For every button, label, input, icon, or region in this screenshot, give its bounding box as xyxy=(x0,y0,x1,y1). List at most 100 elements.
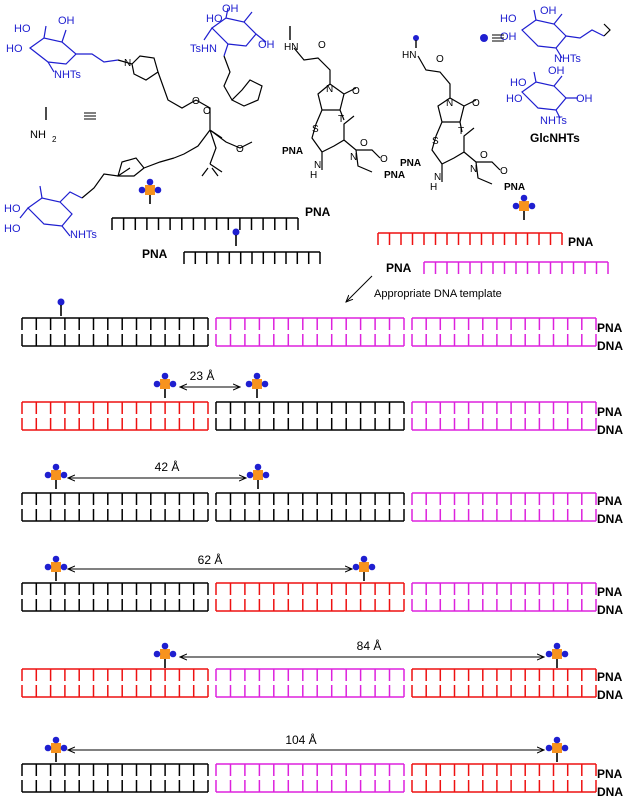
o-label-8: O xyxy=(500,166,508,177)
pna-label-red: PNA xyxy=(568,235,594,249)
n-label-5: N xyxy=(470,164,477,175)
nhts-label-f: NHTs xyxy=(554,53,581,65)
n-label-4: N xyxy=(446,98,453,109)
s-label-1: S xyxy=(312,124,319,135)
distance-labels: 23 Å 42 Å 62 Å 84 Å 104 Å xyxy=(155,368,382,747)
hydroxyl-label-d2: HO xyxy=(4,223,21,235)
strand-segment-6 xyxy=(21,334,209,347)
strand-segment-16 xyxy=(411,418,597,431)
sugar-ring-b: OH OH TsHN HO xyxy=(190,3,275,57)
glycocluster-marker-13 xyxy=(44,736,68,762)
hydroxyl-label-i1: HO xyxy=(510,77,527,89)
sugar-ring-d: HO NHTs HO xyxy=(4,185,97,241)
row1-dna-label: DNA xyxy=(597,339,623,353)
glycocluster-marker-12 xyxy=(545,642,569,668)
strand-segment-1 xyxy=(111,217,299,230)
strand-segment-38 xyxy=(215,780,405,793)
pna-label-chem-4: PNA xyxy=(504,182,525,193)
distance-label-42: 42 Å xyxy=(155,459,180,474)
row6-pna-label: PNA xyxy=(597,767,623,781)
strand-segment-20 xyxy=(215,509,405,522)
linker-a xyxy=(117,55,197,109)
strand-segment-40 xyxy=(411,780,597,793)
maleimide-pna-conjugate-2: HN O O N S T O N O PNA H N PNA xyxy=(400,35,525,193)
distance-label-62: 62 Å xyxy=(198,552,223,567)
row5-pna-label: PNA xyxy=(597,670,623,684)
row5-dna-label: DNA xyxy=(597,688,623,702)
row4-dna-label: DNA xyxy=(597,603,623,617)
strand-segment-19 xyxy=(215,492,405,505)
strand-segment-21 xyxy=(411,492,597,505)
strand-segment-5 xyxy=(21,317,209,330)
atom-o-triazole: O xyxy=(203,106,211,117)
wavy-attachment xyxy=(201,163,223,177)
distance-label-104: 104 Å xyxy=(285,732,316,747)
sugar-ring-a: HO OH NHTs HO xyxy=(6,15,119,81)
strand-segment-25 xyxy=(215,582,405,595)
strand-segment-29 xyxy=(21,668,209,681)
chemical-structure: HO OH NHTs HO N O O OH OH TsHN HO HO NHT… xyxy=(4,3,611,241)
strand-segment-37 xyxy=(215,763,405,776)
hydroxyl-label-i2: OH xyxy=(548,65,565,77)
strand-segment-11 xyxy=(21,401,209,414)
strand-segment-4 xyxy=(423,261,609,274)
strand-segment-27 xyxy=(411,582,597,595)
strand-segment-24 xyxy=(21,599,209,612)
glycocluster-marker-6 xyxy=(245,372,269,398)
strand-segment-2 xyxy=(183,251,321,264)
glycocluster-marker-5 xyxy=(153,372,177,398)
sugar-ring-f: HO OH OH NHTs xyxy=(500,5,611,65)
strand-segment-36 xyxy=(21,780,209,793)
pna-label-top: PNA xyxy=(305,205,331,219)
n-label-1: N xyxy=(326,84,333,95)
glycocluster-marker-14 xyxy=(545,736,569,762)
strand-segment-28 xyxy=(411,599,597,612)
hydroxyl-label-b3: HO xyxy=(206,13,223,25)
hydroxyl-label-i4: HO xyxy=(506,93,523,105)
row4-pna-label: PNA xyxy=(597,585,623,599)
atom-o-core-1: O xyxy=(192,96,200,107)
monosaccharide-marker-4 xyxy=(57,298,65,316)
row2-pna-label: PNA xyxy=(597,405,623,419)
monosaccharide-marker-2 xyxy=(232,228,240,246)
t-label-2: T xyxy=(458,126,464,137)
hydroxyl-label-b1: OH xyxy=(222,3,239,15)
hydroxyl-label-a1: HO xyxy=(14,23,31,35)
distance-arrows xyxy=(68,387,544,750)
row1-pna-label: PNA xyxy=(597,321,623,335)
strand-segment-39 xyxy=(411,763,597,776)
linker-d xyxy=(81,157,175,199)
glycocluster-marker-8 xyxy=(246,463,270,489)
pna-label-mid: PNA xyxy=(142,247,168,261)
nhts-label-b: TsHN xyxy=(190,43,217,55)
strand-segment-31 xyxy=(215,668,405,681)
o-label-3: O xyxy=(360,138,368,149)
nhts-label-i: NHTs xyxy=(540,115,567,127)
strand-segment-33 xyxy=(411,668,597,681)
o-label-5: O xyxy=(436,54,444,65)
marker-layer xyxy=(44,178,569,762)
o-label-7: O xyxy=(480,150,488,161)
strand-segment-12 xyxy=(21,418,209,431)
amine-subscript: 2 xyxy=(52,135,57,144)
hydroxyl-label-d1: HO xyxy=(4,203,21,215)
hn-label-1: HN xyxy=(284,42,298,53)
pna-label-chem-3: PNA xyxy=(400,158,421,169)
hydroxyl-label-a3: HO xyxy=(6,43,23,55)
row3-dna-label: DNA xyxy=(597,512,623,526)
glycocluster-marker-11 xyxy=(153,642,177,668)
wavy-attachment-f xyxy=(603,23,611,37)
o-label-4: O xyxy=(380,154,388,165)
glycocluster-marker-7 xyxy=(44,463,68,489)
strand-segment-26 xyxy=(215,599,405,612)
glycocluster-marker-10 xyxy=(352,555,376,581)
strand-segment-8 xyxy=(215,334,405,347)
n-label-6: N xyxy=(434,172,441,183)
row3-pna-label: PNA xyxy=(597,494,623,508)
equivalence-sign-1 xyxy=(84,112,96,120)
pna-label-chem-2: PNA xyxy=(384,170,405,181)
pna-label-chem-1: PNA xyxy=(282,146,303,157)
hn-label-2: HN xyxy=(402,50,416,61)
hydroxyl-label-f3: OH xyxy=(500,31,517,43)
